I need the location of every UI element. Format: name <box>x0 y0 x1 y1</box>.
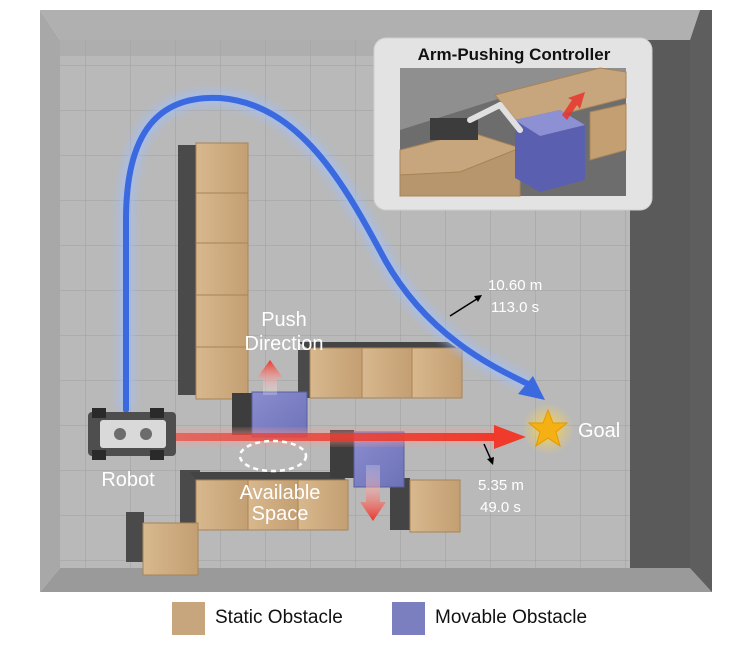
long-path-callout-arrow <box>474 295 482 302</box>
available-space-label-line1: Available <box>240 482 321 504</box>
static-obstacle-label: Static Obstacle <box>215 607 343 628</box>
goal-star-icon <box>527 408 569 448</box>
long-path-line <box>123 94 533 413</box>
long-path-arrowhead <box>518 376 545 400</box>
static-row-middle <box>298 342 463 399</box>
static-column <box>178 142 249 400</box>
goal-label: Goal <box>578 420 620 442</box>
outer-wall-right <box>690 10 712 592</box>
movable-obstacle-upper <box>232 391 308 438</box>
long-path-time: 113.0 s <box>491 299 539 316</box>
push-arrow-up <box>257 360 283 395</box>
static-bottom-cluster <box>126 470 461 576</box>
outer-wall-bottom <box>40 568 712 592</box>
push-direction-label-line2: Direction <box>245 333 324 355</box>
short-path-distance: 5.35 m <box>478 477 524 494</box>
short-path-line <box>175 433 495 441</box>
robot <box>88 408 176 460</box>
legend-static: Static Obstacle <box>172 598 343 638</box>
static-obstacle-swatch <box>172 601 205 635</box>
available-space-ellipse <box>238 439 308 473</box>
push-direction-label-line1: Push <box>261 309 307 331</box>
short-path-arrowhead <box>494 425 526 449</box>
legend-movable: Movable Obstacle <box>392 598 587 638</box>
inset-title: Arm-Pushing Controller <box>418 45 611 64</box>
goal-marker <box>522 403 574 455</box>
available-space-label-line2: Space <box>252 503 309 525</box>
outer-wall-left <box>40 10 60 592</box>
short-path-callout-arrow <box>487 457 494 465</box>
outer-wall-top <box>40 10 700 40</box>
push-arrow-down <box>360 465 386 521</box>
short-path-time: 49.0 s <box>480 499 521 516</box>
inset-panel: Arm-Pushing Controller <box>373 37 653 211</box>
movable-obstacle-swatch <box>392 601 425 635</box>
movable-obstacle-label: Movable Obstacle <box>435 607 588 628</box>
long-path-distance: 10.60 m <box>488 277 542 294</box>
long-path-callout-line <box>449 296 481 317</box>
robot-label: Robot <box>101 469 155 491</box>
long-path <box>118 89 545 413</box>
short-path <box>170 425 526 449</box>
